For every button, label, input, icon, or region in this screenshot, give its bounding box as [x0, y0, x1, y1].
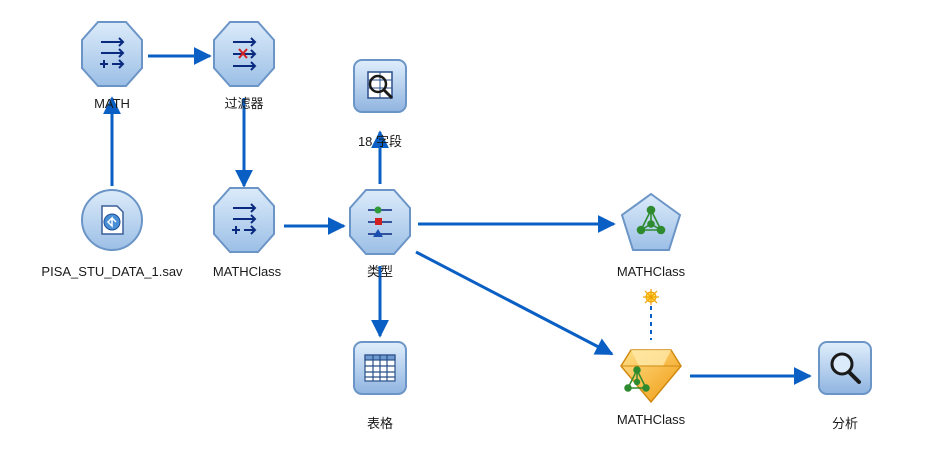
- derive-node-icon: [100, 37, 125, 69]
- table-icon: [364, 354, 396, 382]
- node-analysis[interactable]: [818, 341, 872, 395]
- node-label-source: PISA_STU_DATA_1.sav: [41, 264, 183, 279]
- type-node-icon: [368, 206, 392, 237]
- link-type-to-nugget[interactable]: [415, 250, 614, 356]
- node-table[interactable]: [353, 341, 407, 395]
- node-type[interactable]: [349, 189, 411, 255]
- neural-net-nugget-icon: [624, 366, 650, 392]
- statistics-file-icon: [101, 205, 124, 235]
- node-label-filter: 过滤器: [224, 96, 263, 111]
- derive-node-icon: [232, 203, 257, 235]
- node-label-nugget: MATHClass: [617, 412, 686, 427]
- node-label-table: 表格: [367, 416, 393, 431]
- node-label-analysis: 分析: [832, 416, 858, 431]
- stream-links: [103, 47, 812, 385]
- node-model-nugget[interactable]: [620, 349, 682, 404]
- node-label-mathclass-derive: MATHClass: [213, 264, 282, 279]
- node-label-modeler: MATHClass: [617, 264, 686, 279]
- node-modeler[interactable]: [620, 192, 682, 251]
- node-label-type: 类型: [367, 264, 393, 279]
- model-refresh-star-icon: [643, 289, 659, 305]
- node-filter[interactable]: [213, 21, 275, 87]
- filter-node-icon: [233, 37, 257, 71]
- node-data-audit[interactable]: [353, 59, 407, 113]
- node-mathclass-derive[interactable]: [213, 187, 275, 253]
- neural-net-modeler-icon: [636, 205, 666, 235]
- data-audit-icon: [367, 71, 394, 100]
- node-label-audit: 18 字段: [358, 134, 402, 149]
- node-label-math: MATH: [94, 96, 130, 111]
- node-math-derive[interactable]: [81, 21, 143, 87]
- analysis-icon: [830, 352, 861, 384]
- node-source-file[interactable]: [81, 189, 143, 251]
